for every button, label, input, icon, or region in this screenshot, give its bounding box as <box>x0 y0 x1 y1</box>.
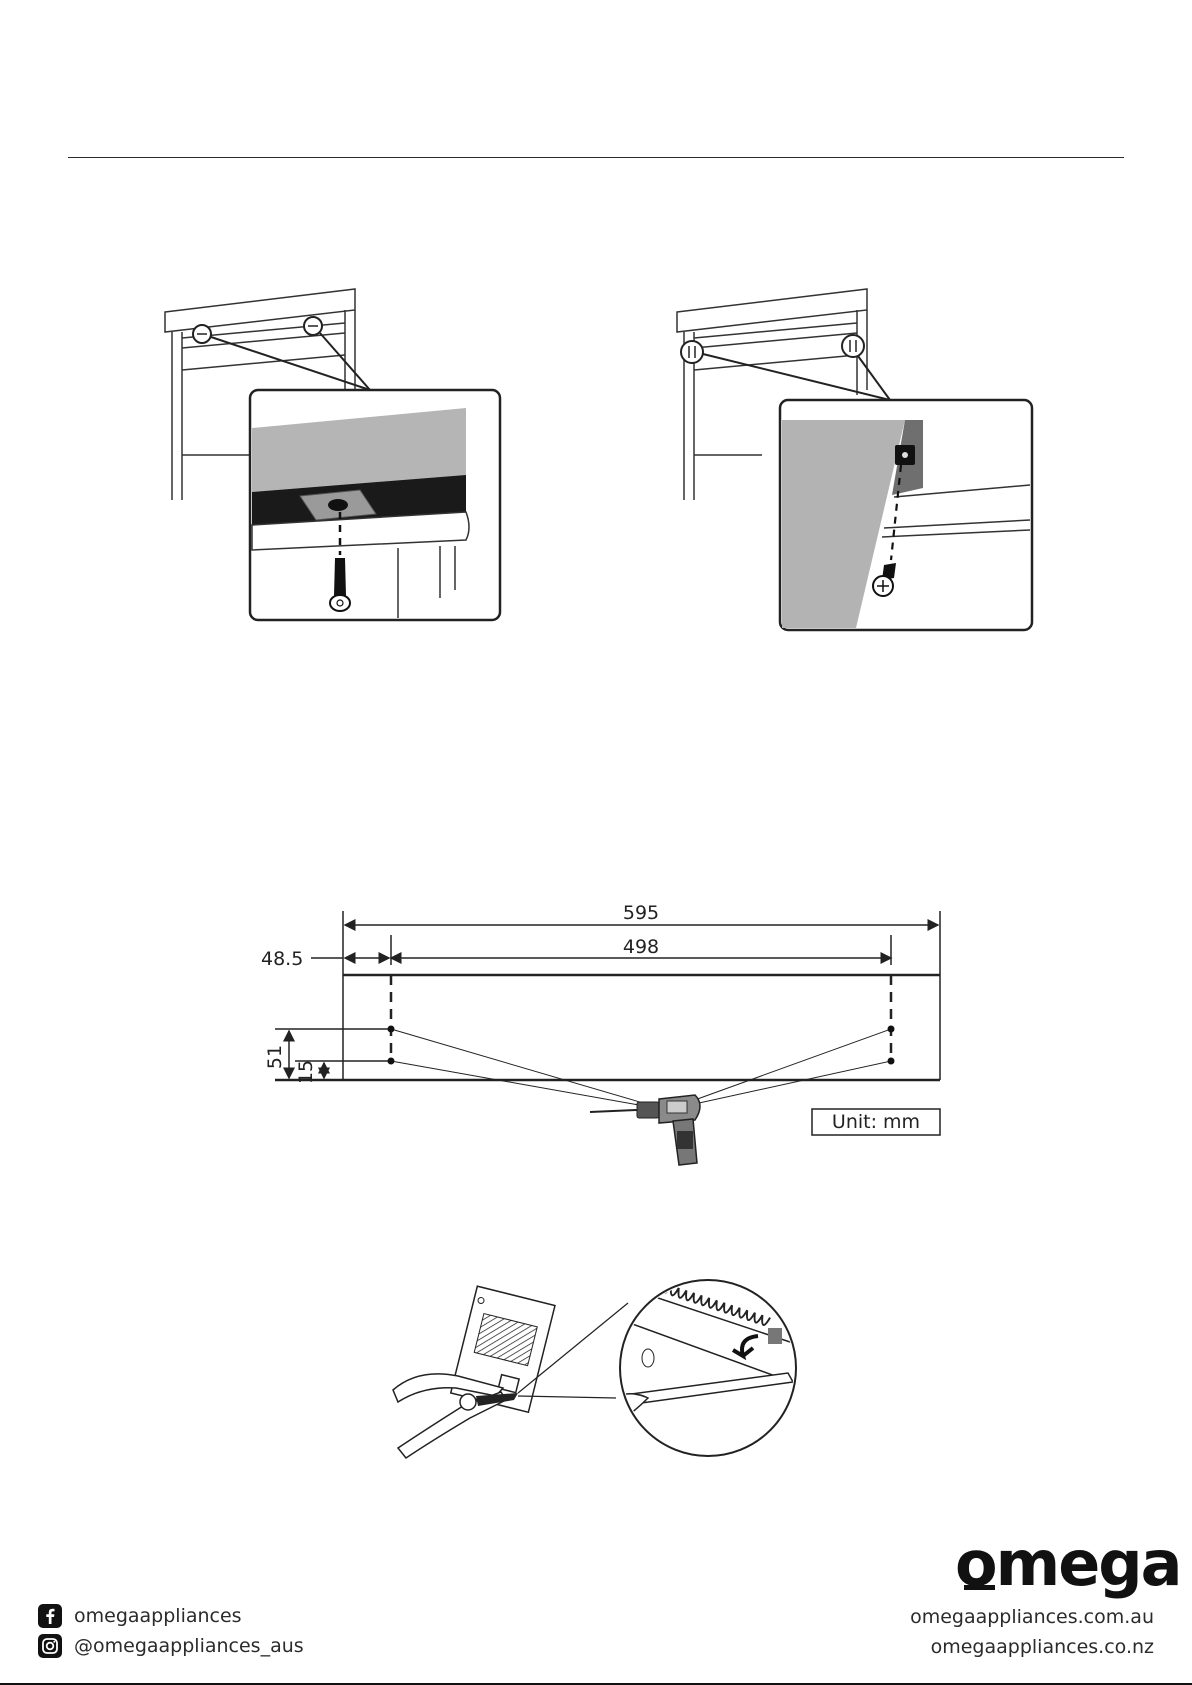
dimension-hole-spacing: 498 <box>623 936 659 958</box>
unit-label: Unit: mm <box>832 1111 920 1133</box>
instagram-icon <box>38 1634 62 1658</box>
side-screw-fixing-diagram <box>672 280 1042 635</box>
dimension-height-lower: 15 <box>295 1060 317 1084</box>
facebook-icon <box>38 1604 62 1628</box>
drill-icon <box>590 1095 700 1165</box>
dimension-offset-left: 48.5 <box>261 948 303 970</box>
dimension-height-upper: 51 <box>264 1045 286 1069</box>
screw-location-marker-left <box>681 341 703 363</box>
top-screw-fixing-diagram <box>160 280 510 625</box>
website-au-link[interactable]: omegaappliances.com.au <box>910 1606 1154 1628</box>
website-nz-link[interactable]: omegaappliances.co.nz <box>931 1636 1154 1658</box>
facebook-handle: omegaappliances <box>74 1605 242 1627</box>
instagram-link[interactable]: @omegaappliances_aus <box>38 1634 304 1658</box>
pliers-bracket-diagram <box>388 1278 808 1460</box>
facebook-link[interactable]: omegaappliances <box>38 1604 242 1628</box>
screw-location-marker-right <box>842 335 864 357</box>
dimension-total-width: 595 <box>623 902 659 924</box>
drill-hole-dimension-diagram: 595 498 48.5 51 15 Unit: mm <box>255 895 955 1175</box>
logo-underline <box>964 1585 995 1590</box>
header-divider <box>68 157 1124 158</box>
instagram-handle: @omegaappliances_aus <box>74 1635 304 1657</box>
